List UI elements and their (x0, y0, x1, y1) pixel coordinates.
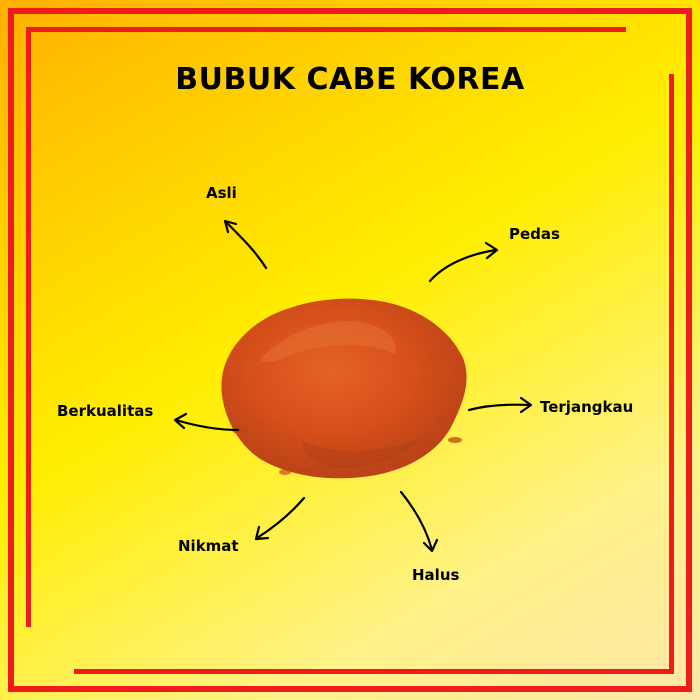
arrow-halus-icon (399, 490, 439, 553)
powder-pile (221, 298, 467, 479)
frame-left-inner (26, 27, 31, 627)
label-nikmat: Nikmat (178, 537, 239, 555)
label-pedas: Pedas (509, 225, 560, 243)
label-berkualitas: Berkualitas (57, 402, 154, 420)
frame-top-inner (26, 27, 626, 32)
frame-bottom-inner (74, 669, 674, 674)
frame-top-outer (8, 8, 692, 14)
frame-right-inner (669, 74, 674, 674)
arrow-pedas-icon (428, 241, 499, 283)
frame-right-outer (686, 8, 692, 692)
arrow-terjangkau-icon (467, 396, 533, 414)
frame-bottom-outer (8, 686, 692, 692)
label-halus: Halus (412, 566, 460, 584)
arrow-berkualitas-icon (173, 412, 240, 432)
arrow-asli-icon (223, 219, 268, 270)
arrow-nikmat-icon (254, 496, 306, 541)
label-asli: Asli (206, 184, 237, 202)
frame-left-outer (8, 8, 14, 692)
label-terjangkau: Terjangkau (540, 398, 634, 416)
page-title: BUBUK CABE KOREA (175, 62, 525, 97)
